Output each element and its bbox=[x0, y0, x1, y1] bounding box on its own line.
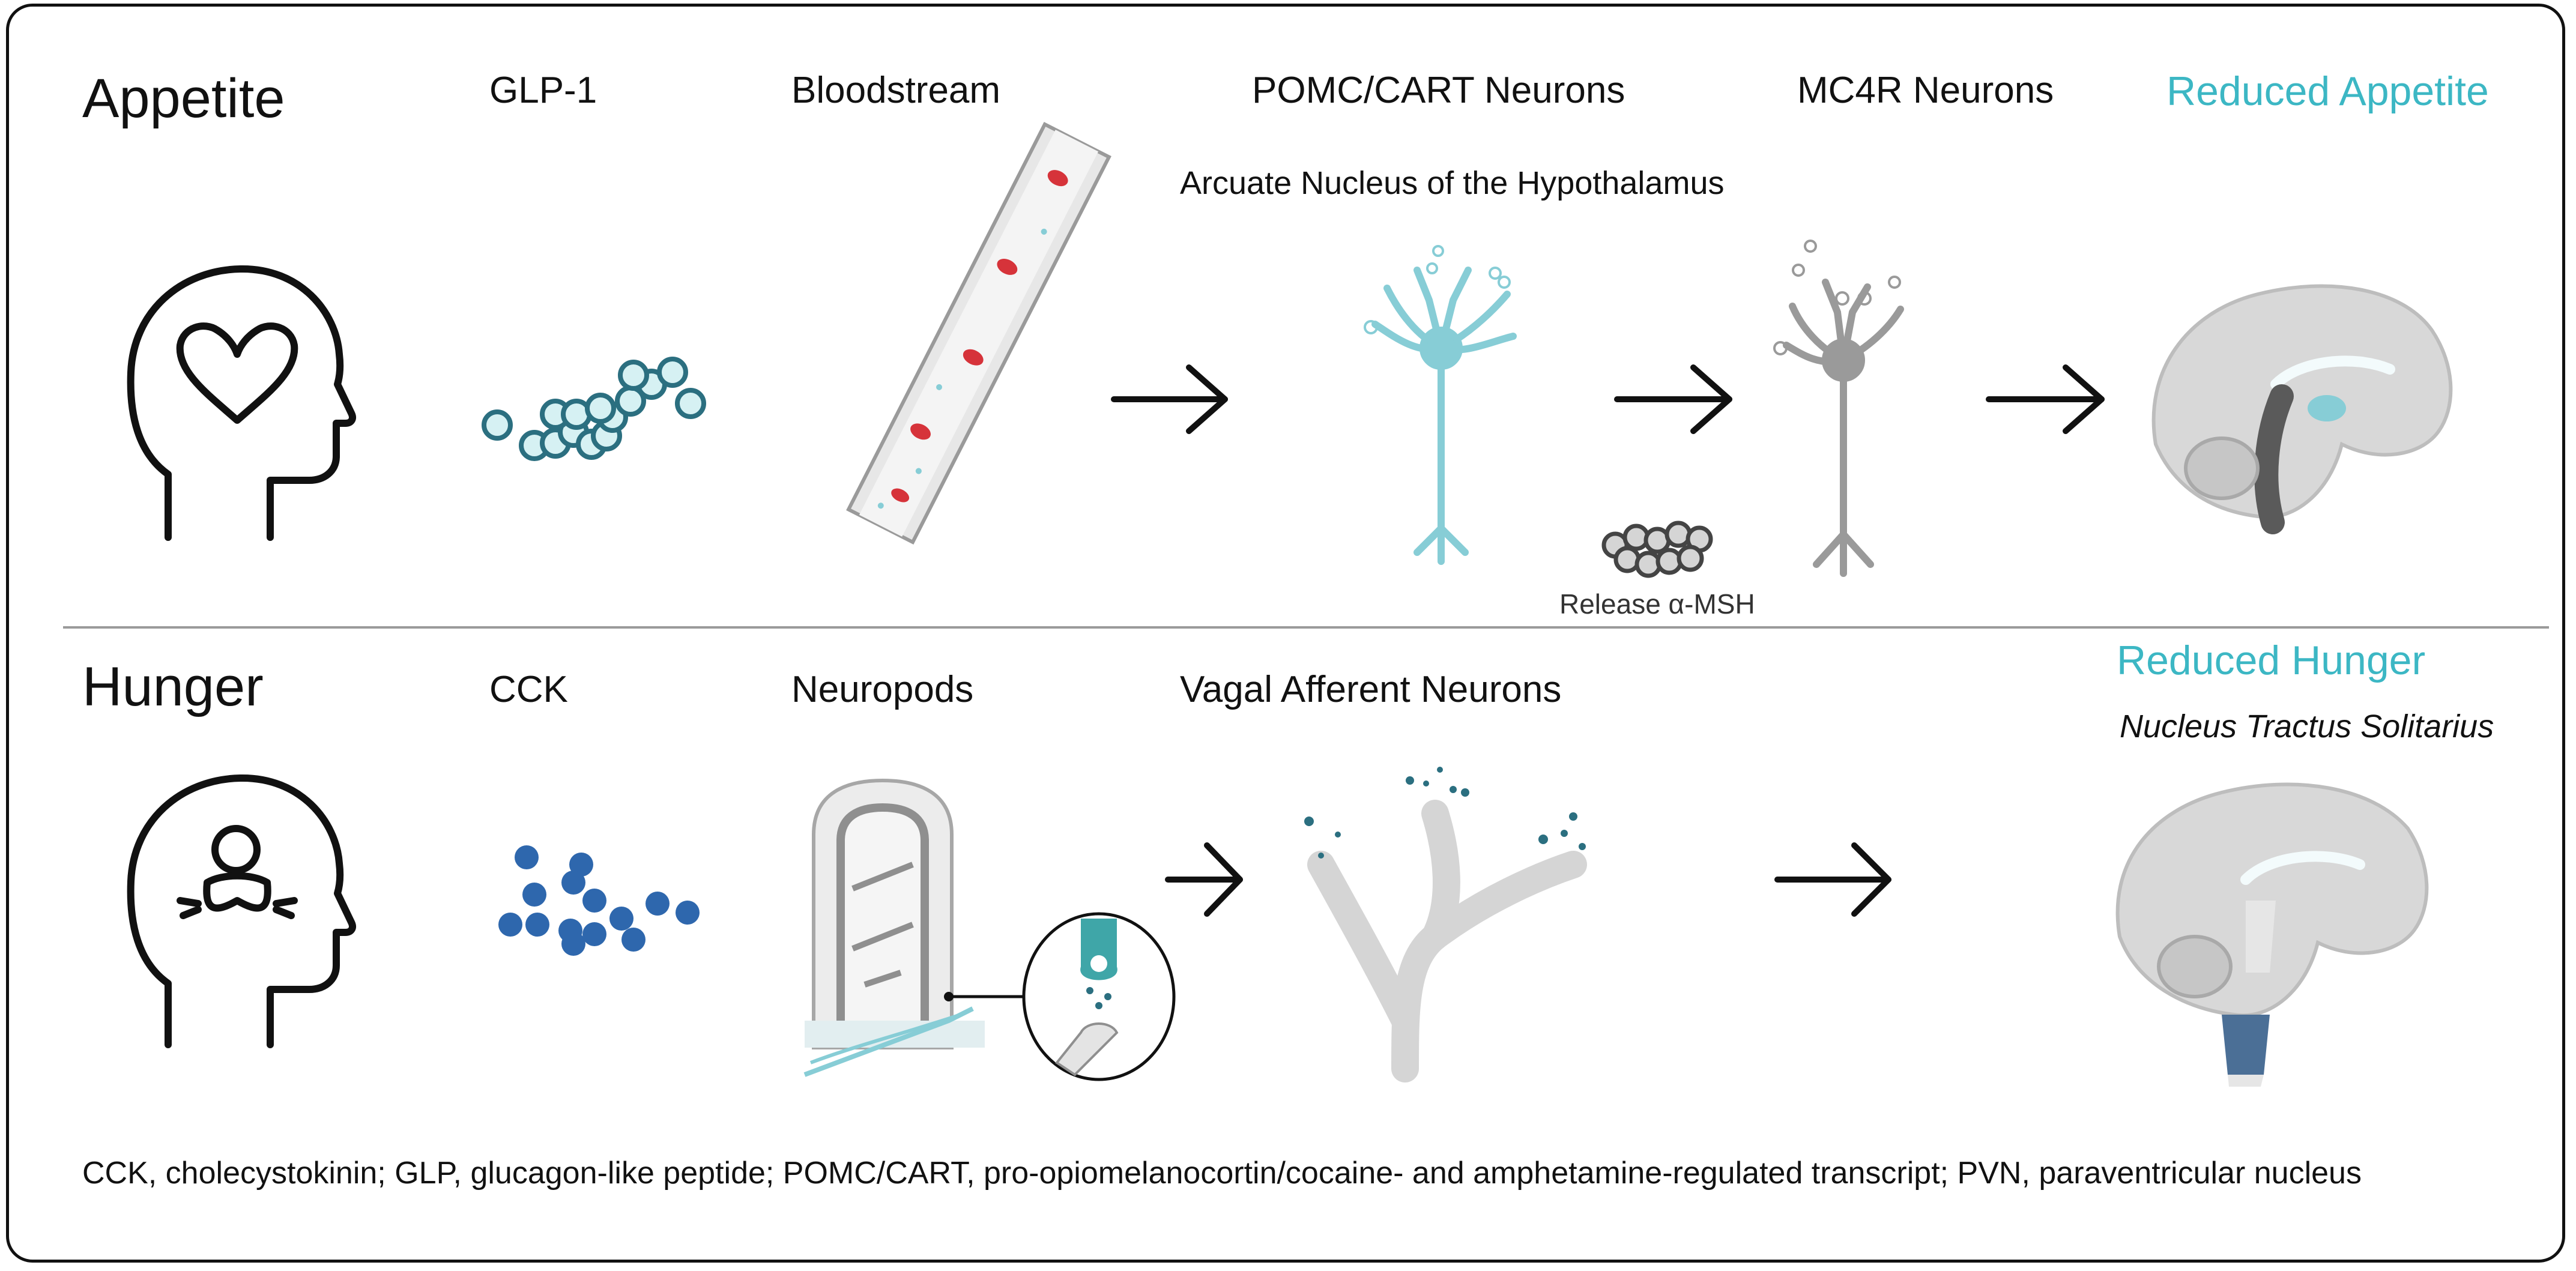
pomc-neuron-icon bbox=[1364, 245, 1517, 565]
bloodstream-label: Bloodstream bbox=[791, 70, 1001, 111]
arcuate-nucleus-label: Arcuate Nucleus of the Hypothalamus bbox=[1180, 165, 1725, 201]
mc4r-neuron-icon bbox=[1773, 240, 1904, 577]
blood-vessel-icon bbox=[846, 121, 1111, 545]
vagal-neuron-dots-icon bbox=[1304, 767, 1586, 859]
appetite-row-title: Appetite bbox=[82, 68, 285, 129]
figure-frame bbox=[6, 4, 2565, 1263]
msh-molecules-icon bbox=[1601, 521, 1713, 578]
vagal-neuron-icon bbox=[1307, 800, 1587, 1082]
reduced-appetite-label: Reduced Appetite bbox=[2166, 68, 2489, 114]
footnote: CCK, cholecystokinin; GLP, glucagon-like… bbox=[82, 1156, 2362, 1191]
head-heart-icon bbox=[127, 265, 356, 541]
neuropods-label: Neuropods bbox=[791, 669, 974, 710]
brain-sagittal-icon bbox=[2115, 782, 2429, 1087]
release-msh-label: Release α-MSH bbox=[1559, 588, 1755, 620]
pomc-cart-neurons-label: POMC/CART Neurons bbox=[1252, 70, 1625, 111]
glp1-label: GLP-1 bbox=[489, 70, 597, 111]
mc4r-neurons-label: MC4R Neurons bbox=[1797, 70, 2054, 111]
hunger-row-title: Hunger bbox=[82, 656, 264, 717]
nts-label: Nucleus Tractus Solitarius bbox=[2120, 708, 2494, 744]
arrow-right-icon bbox=[1111, 364, 1228, 434]
neuropod-zoom-icon bbox=[1022, 912, 1176, 1081]
cck-label: CCK bbox=[489, 669, 568, 710]
arrow-right-icon bbox=[1165, 842, 1243, 917]
arrow-right-icon bbox=[1986, 364, 2105, 434]
brain-sagittal-icon bbox=[2151, 284, 2453, 534]
intestinal-villus-icon bbox=[803, 778, 1024, 1077]
arrow-right-icon bbox=[1614, 364, 1732, 434]
head-hunger-icon bbox=[127, 774, 356, 1048]
reduced-hunger-label: Reduced Hunger bbox=[2117, 638, 2426, 683]
vagal-afferent-neurons-label: Vagal Afferent Neurons bbox=[1180, 669, 1562, 710]
glp1-molecules-icon bbox=[482, 357, 706, 461]
arrow-right-icon bbox=[1774, 842, 1891, 917]
cck-molecules-icon bbox=[498, 845, 700, 956]
